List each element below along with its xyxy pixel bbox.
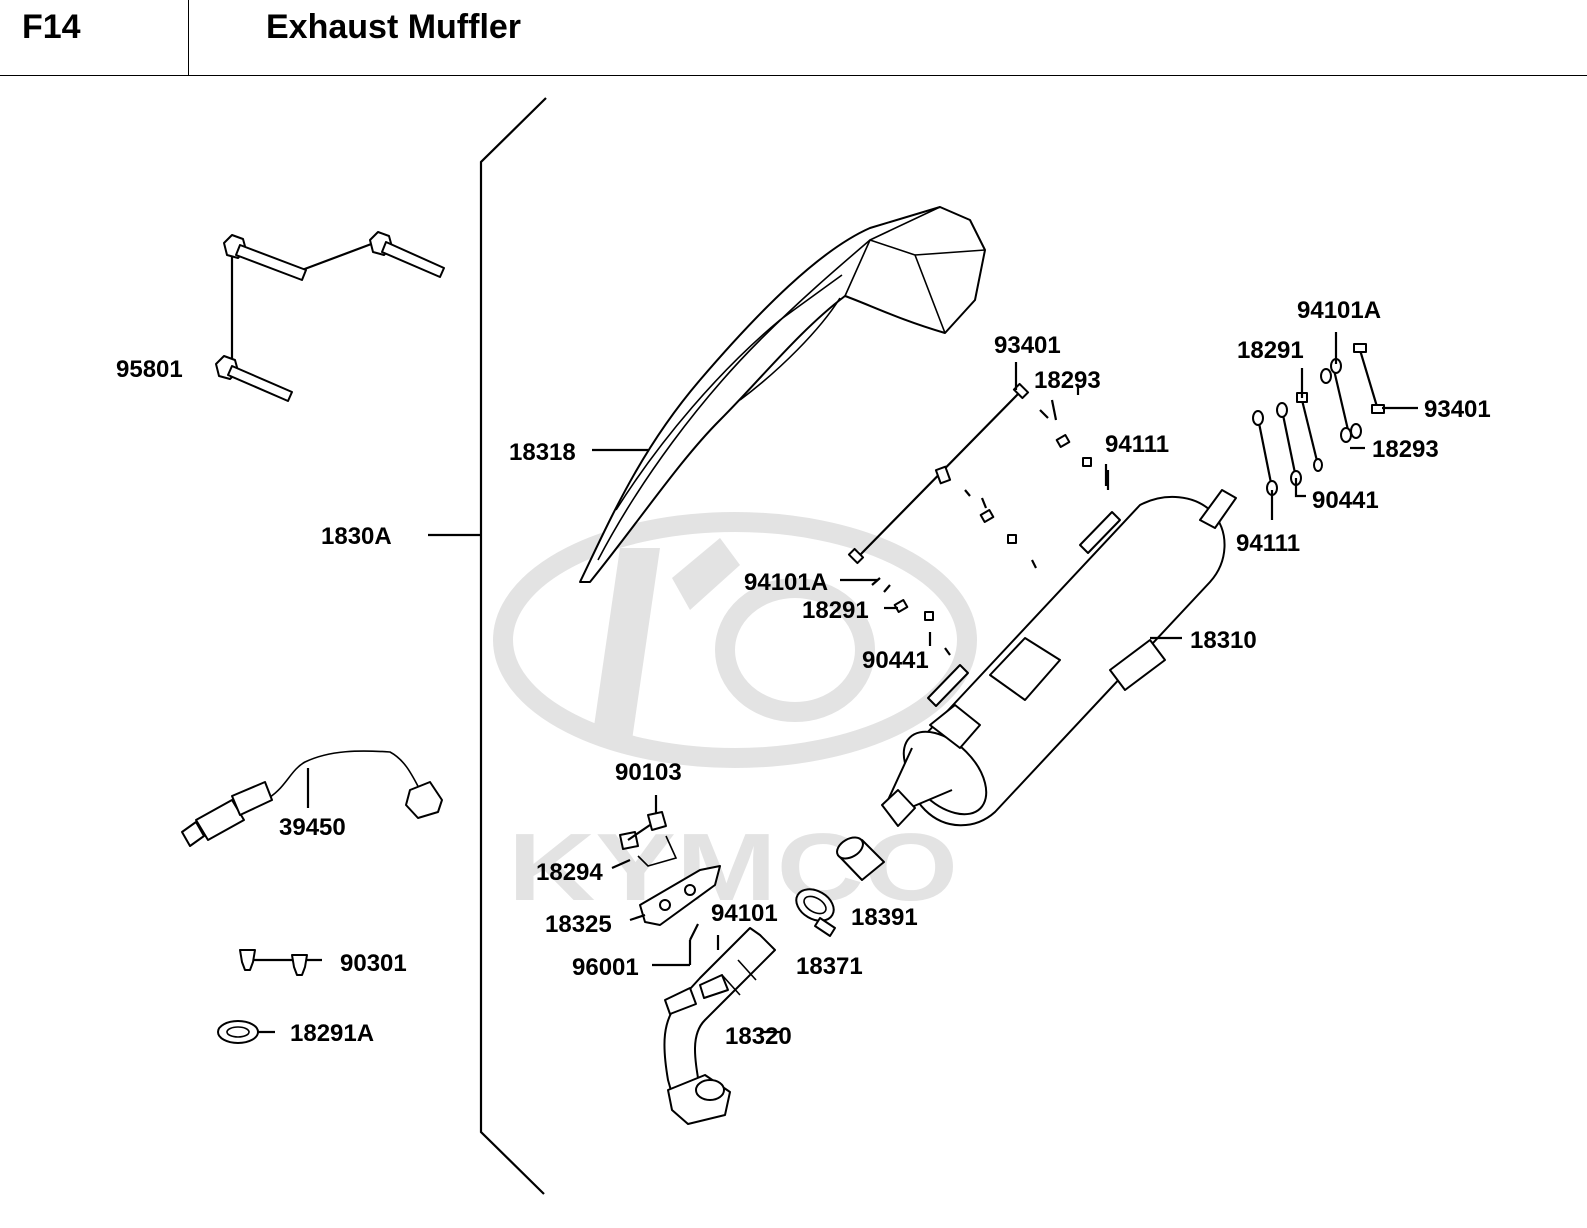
mount-hardware-right xyxy=(1252,343,1385,496)
callout-18325: 18325 xyxy=(545,911,612,938)
page-title: Exhaust Muffler xyxy=(266,8,522,46)
callout-96001: 96001 xyxy=(572,954,639,981)
callout-94101A-b: 94101A xyxy=(1297,297,1381,324)
watermark-text: KYMCO xyxy=(508,814,958,921)
callout-18294: 18294 xyxy=(536,859,603,886)
callout-94101A-a: 94101A xyxy=(744,569,828,596)
kymco-watermark: KYMCO xyxy=(493,512,977,921)
callout-18291A: 18291A xyxy=(290,1020,374,1047)
clamp-18371 xyxy=(795,888,836,937)
callout-labels: 95801 1830A 18318 93401 18293 94111 9410… xyxy=(116,297,1491,1050)
bracket-hardware xyxy=(611,795,721,967)
callout-90103: 90103 xyxy=(615,759,682,786)
callout-90441-b: 90441 xyxy=(1312,487,1379,514)
callout-18320: 18320 xyxy=(725,1023,792,1050)
callout-1830A: 1830A xyxy=(321,523,392,550)
callout-18371: 18371 xyxy=(796,953,863,980)
gasket-18391 xyxy=(836,836,885,881)
callout-94111-a: 94111 xyxy=(1105,431,1169,458)
callout-39450: 39450 xyxy=(279,814,346,841)
leader-lines xyxy=(592,332,1418,1034)
assembly-bracket xyxy=(428,97,547,1195)
bolt-95801 xyxy=(215,231,445,402)
page-header: F14 Exhaust Muffler xyxy=(0,0,1587,76)
callout-90301: 90301 xyxy=(340,950,407,977)
callout-18291-a: 18291 xyxy=(802,597,869,624)
muffler-body-18310 xyxy=(881,489,1237,827)
callout-18291-b: 18291 xyxy=(1237,337,1304,364)
callout-18310: 18310 xyxy=(1190,627,1257,654)
code-cell: F14 xyxy=(0,0,189,76)
callout-18293-a: 18293 xyxy=(1034,367,1101,394)
callout-94111-b: 94111 xyxy=(1236,530,1300,557)
heat-shield-18318 xyxy=(579,206,986,583)
section-code: F14 xyxy=(22,8,81,46)
o2-sensor-39450 xyxy=(181,750,443,847)
washer-18291A xyxy=(217,1020,275,1044)
callout-93401-b: 93401 xyxy=(1424,396,1491,423)
callout-93401-a: 93401 xyxy=(994,332,1061,359)
screw-90301 xyxy=(239,949,322,976)
callout-18318: 18318 xyxy=(509,439,576,466)
callout-18293-b: 18293 xyxy=(1372,436,1439,463)
callout-95801: 95801 xyxy=(116,356,183,383)
callout-18391: 18391 xyxy=(851,904,918,931)
callout-94101: 94101 xyxy=(711,900,778,927)
callout-90441-a: 90441 xyxy=(862,647,929,674)
exhaust-pipe-18320 xyxy=(663,927,776,1125)
